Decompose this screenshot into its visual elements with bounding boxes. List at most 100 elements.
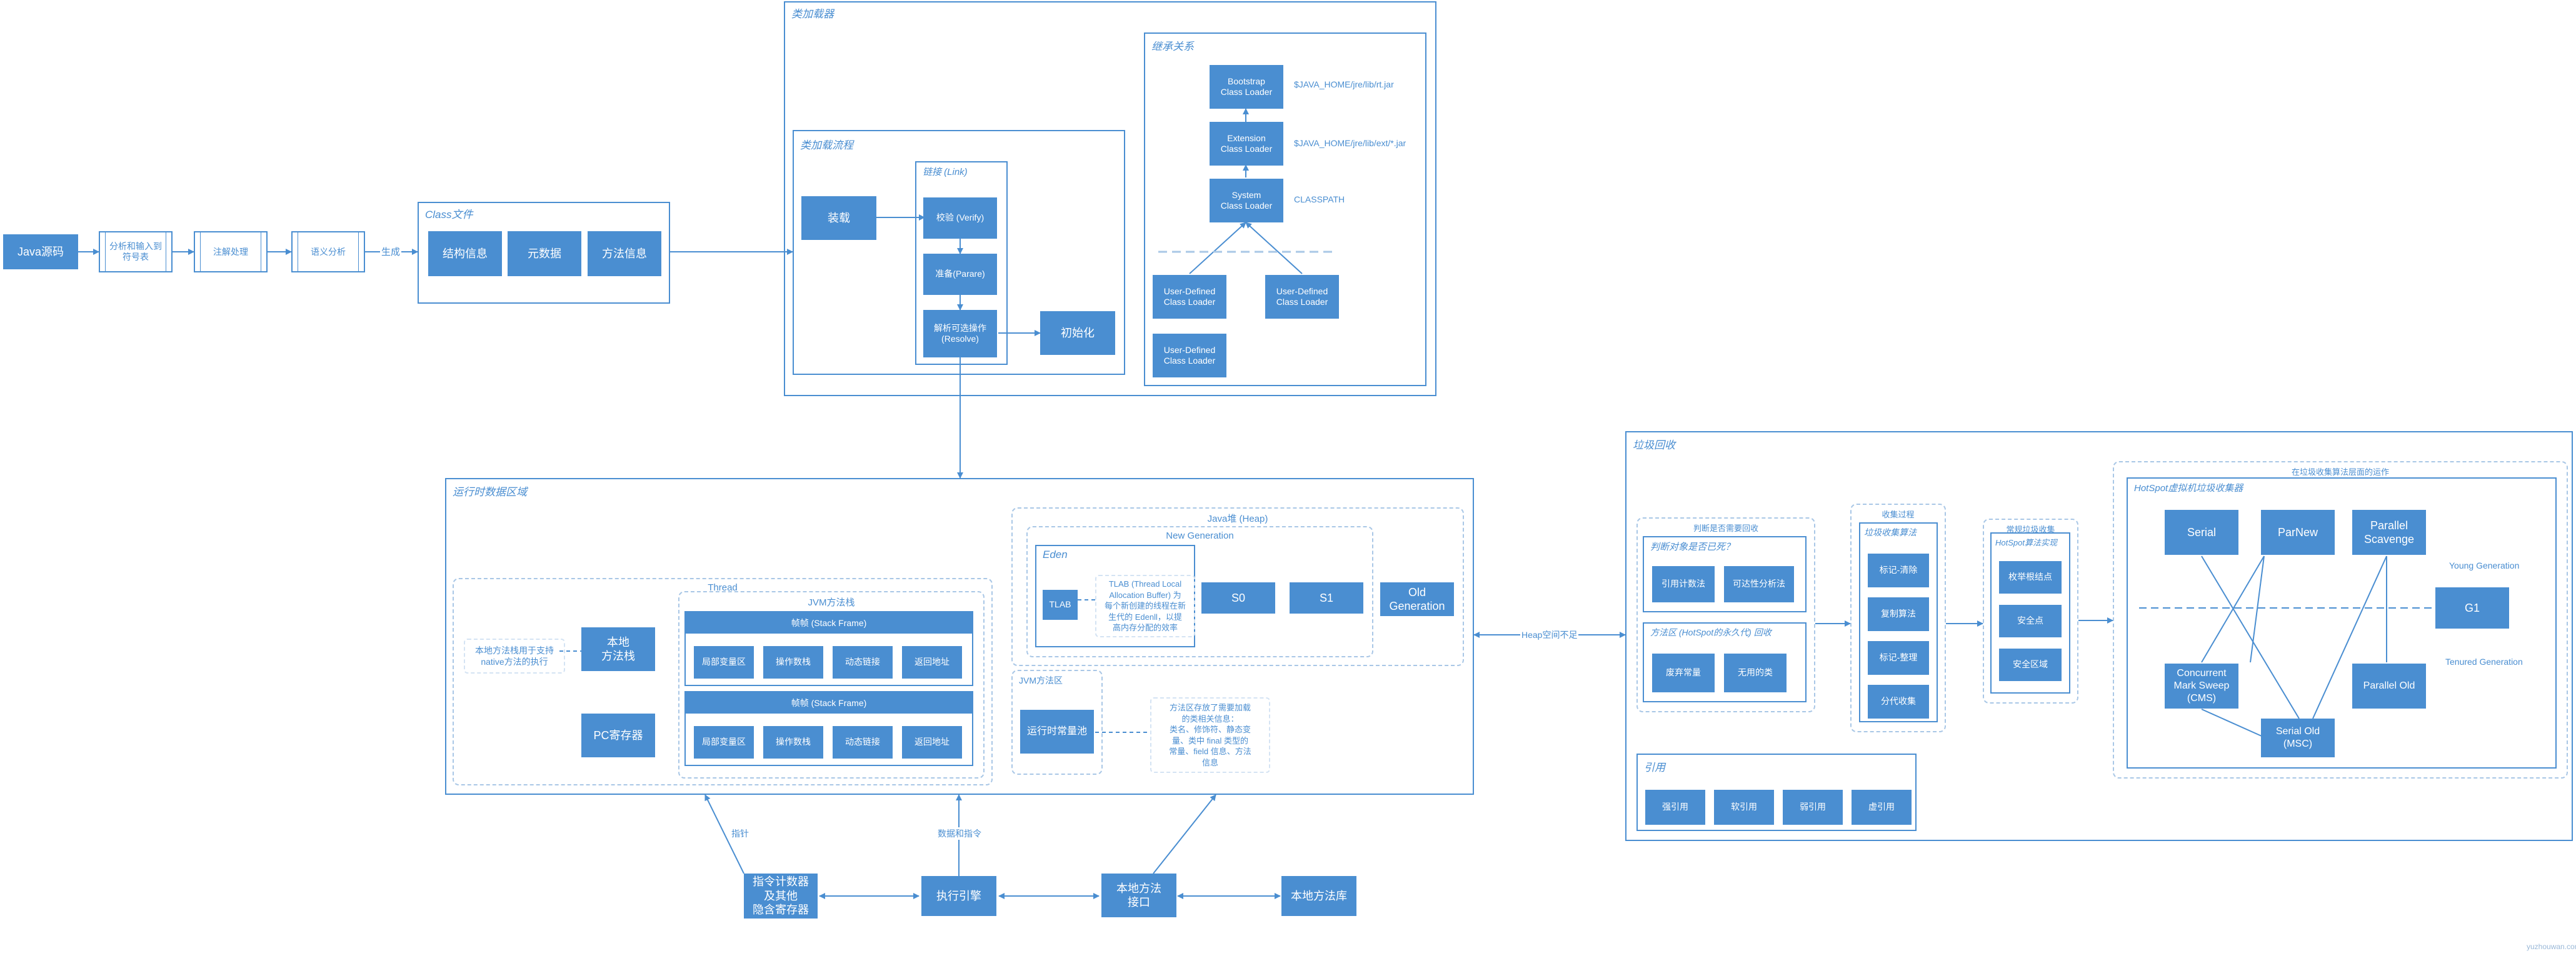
collection-process-title: 收集过程 (1882, 510, 1915, 519)
bootstrap-class-loader: Bootstrap Class Loader (1210, 65, 1283, 109)
semantic-analysis-box: 语义分析 (291, 231, 365, 272)
prepare-box: 准备(Parare) (923, 254, 997, 295)
tlab-box: TLAB (1043, 590, 1078, 620)
method-area-frame: JVM方法区 (1011, 670, 1103, 775)
runtime-constant-pool-box: 运行时常量池 (1020, 710, 1094, 754)
stack-frame-title: 帧帧 (Stack Frame) (686, 692, 972, 714)
execution-engine-box: 执行引擎 (921, 876, 996, 916)
reachability-analysis-box: 可达性分析法 (1724, 566, 1794, 602)
serial-old-collector: Serial Old (MSC) (2261, 719, 2335, 757)
young-generation-label: Young Generation (2449, 560, 2520, 570)
method-area-gc-title: 方法区 (HotSpot的永久代) 回收 (1650, 627, 1772, 637)
tenured-generation-label: Tenured Generation (2445, 657, 2523, 667)
system-path-label: CLASSPATH (1294, 194, 1345, 204)
reference-frame: 引用 强引用 软引用 弱引用 虚引用 (1636, 754, 1917, 831)
footer-watermark: yuzhouwan.com (2527, 942, 2576, 951)
new-generation-frame: New Generation (1026, 526, 1373, 657)
native-method-interface-box: 本地方法 接口 (1101, 874, 1176, 917)
data-instruction-label: 数据和指令 (936, 827, 983, 840)
copying-box: 复制算法 (1868, 597, 1929, 631)
parallel-scavenge-collector: Parallel Scavenge (2352, 510, 2426, 555)
hotspot-collectors-frame: HotSpot虚拟机垃圾收集器 (2127, 477, 2557, 769)
initialize-box: 初始化 (1040, 311, 1115, 355)
thread-title: Thread (708, 582, 738, 593)
stack-frame-item: 动态链接 (833, 726, 893, 759)
new-generation-title: New Generation (1166, 530, 1234, 541)
stack-frame-item: 操作数栈 (763, 646, 823, 679)
method-area-title: JVM方法区 (1019, 675, 1063, 685)
hotspot-collectors-title: HotSpot虚拟机垃圾收集器 (2134, 483, 2243, 494)
hotspot-algorithm-title: HotSpot算法实现 (1995, 538, 2057, 547)
user-defined-class-loader: User-Defined Class Loader (1153, 275, 1226, 319)
link-frame: 链接 (Link) (915, 161, 1008, 365)
load-box: 装载 (801, 196, 876, 240)
class-file-item: 元数据 (508, 231, 581, 276)
resolve-box: 解析可选操作 (Resolve) (923, 310, 997, 357)
phantom-reference-box: 虚引用 (1852, 790, 1912, 825)
object-dead-frame: 判断对象是否已死？ 引用计数法 可达性分析法 (1643, 536, 1807, 612)
heap-insufficient-label: Heap空间不足 (1520, 629, 1579, 641)
collector-outer-title: 在垃圾收集算法层面的运作 (2291, 467, 2389, 477)
user-defined-class-loader: User-Defined Class Loader (1153, 334, 1226, 377)
generational-box: 分代收集 (1868, 685, 1929, 719)
collection-process-frame: 收集过程 (1850, 504, 1946, 732)
native-method-library-box: 本地方法库 (1281, 876, 1356, 916)
method-area-note: 方法区存放了需要加载 的类相关信息： 类名、修饰符、静态变 量、类中 final… (1150, 697, 1270, 774)
parnew-collector: ParNew (2261, 510, 2335, 555)
method-area-gc-frame: 方法区 (HotSpot的永久代) 回收 废弃常量 无用的类 (1643, 622, 1807, 702)
reference-counting-box: 引用计数法 (1652, 566, 1715, 602)
stack-frame-container: 帧帧 (Stack Frame) 局部变量区 操作数栈 动态链接 返回地址 (684, 691, 973, 766)
java-heap-frame: Java堆 (Heap) (1011, 507, 1464, 666)
user-defined-class-loader: User-Defined Class Loader (1265, 275, 1339, 319)
stack-frame-item: 操作数栈 (763, 726, 823, 759)
java-source-box: Java源码 (3, 234, 78, 269)
stack-frame-title: 帧帧 (Stack Frame) (686, 612, 972, 634)
hotspot-routine-title: 常规垃圾收集 (2006, 525, 2055, 534)
soft-reference-box: 软引用 (1714, 790, 1774, 825)
stack-frame-item: 局部变量区 (694, 726, 754, 759)
jvm-stack-frame: JVM方法栈 (678, 591, 985, 779)
discarded-constant-box: 废弃常量 (1652, 654, 1715, 692)
eden-title: Eden (1043, 549, 1068, 560)
stack-frame-item: 动态链接 (833, 646, 893, 679)
lexical-analysis-box: 分析和输入到 符号表 (99, 231, 173, 272)
collector-outer-frame: 在垃圾收集算法层面的运作 (2113, 461, 2568, 779)
native-stack-note: 本地方法栈用于支持 native方法的执行 (464, 639, 565, 674)
native-method-stack-box: 本地 方法栈 (581, 627, 655, 671)
verify-box: 校验 (Verify) (923, 197, 997, 239)
reference-title: 引用 (1644, 762, 1665, 774)
class-loader-frame: 类加载器 (784, 1, 1436, 396)
link-title: 链接 (Link) (923, 167, 968, 177)
weak-reference-box: 弱引用 (1783, 790, 1843, 825)
extension-path-label: $JAVA_HOME/jre/lib/ext/*.jar (1294, 138, 1406, 148)
pointer-label: 指针 (730, 827, 750, 840)
bootstrap-path-label: $JAVA_HOME/jre/lib/rt.jar (1294, 79, 1394, 89)
object-dead-title: 判断对象是否已死？ (1650, 542, 1735, 552)
java-heap-title: Java堆 (Heap) (1207, 514, 1268, 524)
mark-sweep-box: 标记-清除 (1868, 554, 1929, 587)
class-loading-flow-title: 类加载流程 (800, 139, 853, 151)
hotspot-routine-frame: 常规垃圾收集 (1983, 519, 2078, 704)
extension-class-loader: Extension Class Loader (1210, 122, 1283, 166)
loader-hierarchy-frame: 继承关系 (1144, 32, 1426, 386)
class-file-title: Class文件 (425, 209, 473, 221)
useless-class-box: 无用的类 (1724, 654, 1787, 692)
pc-and-registers-box: 指令计数器 及其他 隐含寄存器 (744, 874, 818, 919)
judge-recycle-title: 判断是否需要回收 (1693, 524, 1758, 533)
jvm-stack-title: JVM方法栈 (808, 597, 855, 608)
old-generation-box: Old Generation (1380, 582, 1454, 616)
stack-frame-item: 返回地址 (902, 646, 962, 679)
stack-frame-item: 局部变量区 (694, 646, 754, 679)
class-loading-flow-frame: 类加载流程 (793, 130, 1125, 375)
annotation-processing-box: 注解处理 (194, 231, 268, 272)
cms-collector: Concurrent Mark Sweep (CMS) (2165, 664, 2238, 709)
safe-region-box: 安全区域 (1999, 649, 2062, 681)
mark-compact-box: 标记-整理 (1868, 641, 1929, 675)
runtime-data-area-frame: 运行时数据区域 (445, 478, 1474, 795)
stack-frame-item: 返回地址 (902, 726, 962, 759)
survivor-s1-box: S1 (1290, 582, 1363, 614)
pc-register-box: PC寄存器 (581, 714, 655, 757)
parallel-old-collector: Parallel Old (2352, 664, 2426, 709)
judge-recycle-frame: 判断是否需要回收 (1636, 517, 1815, 712)
runtime-data-area-title: 运行时数据区域 (453, 486, 527, 498)
